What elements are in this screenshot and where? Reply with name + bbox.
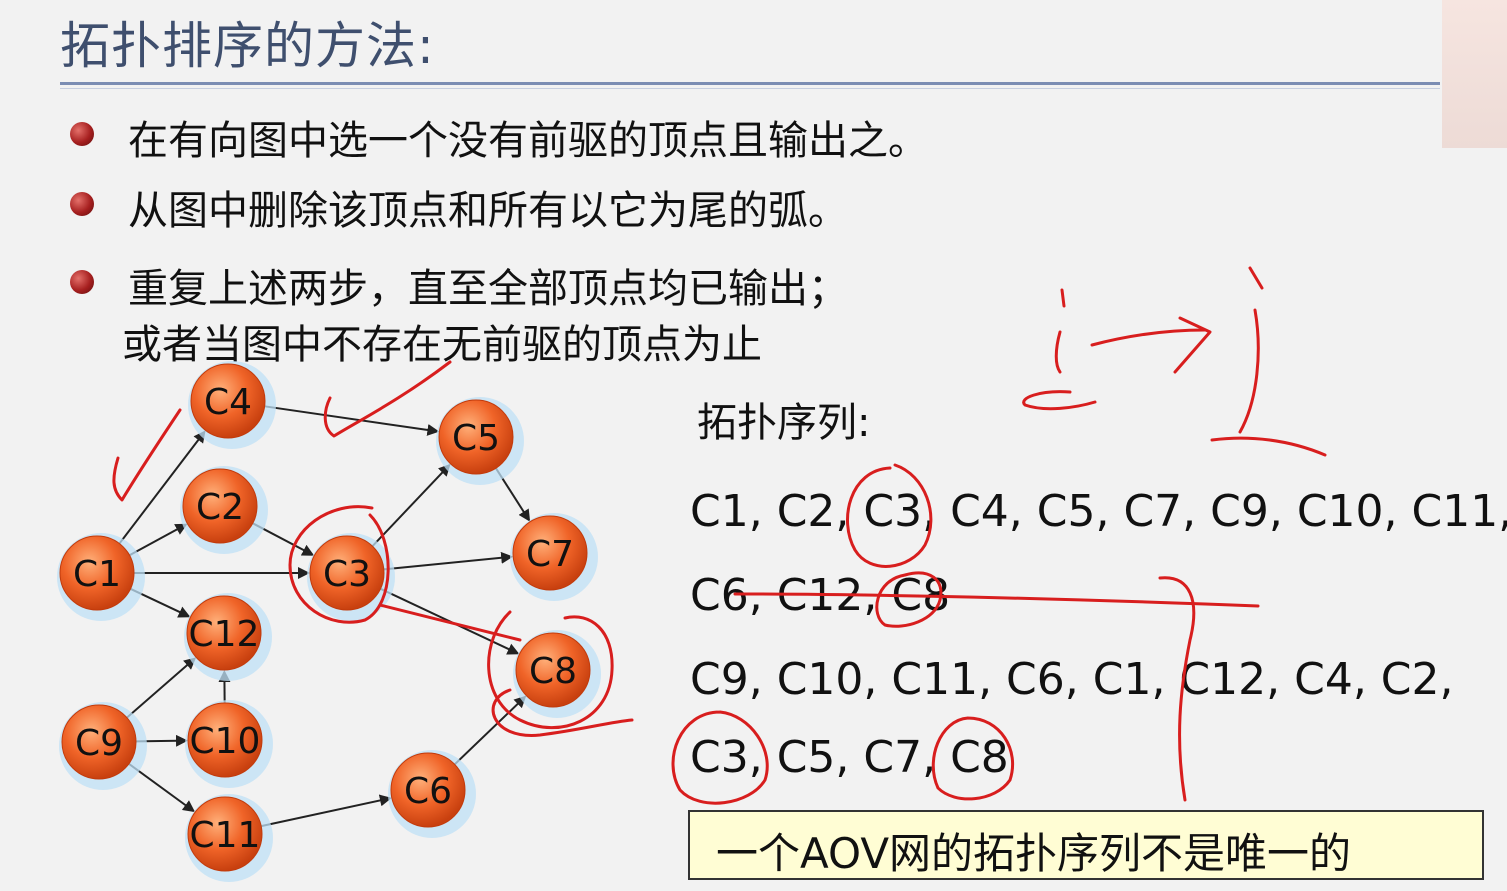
node-label: C3 xyxy=(323,554,371,595)
node-c12: C12 xyxy=(184,593,272,681)
note-box: 一个AOV网的拓扑序列不是唯一的 xyxy=(688,810,1484,880)
node-label: C6 xyxy=(404,771,452,812)
node-label: C10 xyxy=(190,721,261,762)
slide-title: 拓扑排序的方法: xyxy=(60,17,435,75)
node-circle xyxy=(390,752,466,828)
node-label: C8 xyxy=(529,651,577,692)
node-c9: C9 xyxy=(59,702,147,790)
node-circle xyxy=(190,363,266,439)
edge-c4-c5 xyxy=(264,405,440,436)
node-c4: C4 xyxy=(188,361,276,449)
ink-stroke xyxy=(1022,390,1097,411)
bullet-text: 重复上述两步，直至全部顶点均已输出； xyxy=(128,266,848,312)
sequence-line: C6, C12, C8 xyxy=(690,570,951,621)
node-circle xyxy=(59,535,135,611)
bullet-text: 在有向图中选一个没有前驱的顶点且输出之。 xyxy=(128,118,928,164)
node-circle xyxy=(187,702,263,778)
edge-c6-c8 xyxy=(453,695,527,766)
sequence-label: 拓扑序列: xyxy=(697,400,871,446)
ink-stroke xyxy=(1054,330,1062,374)
node-circle xyxy=(512,515,588,591)
node-c6: C6 xyxy=(388,750,476,838)
node-label: C1 xyxy=(73,554,121,595)
title-divider-thin xyxy=(60,88,1440,89)
node-c3: C3 xyxy=(307,533,395,621)
node-c2: C2 xyxy=(180,466,268,554)
node-circle xyxy=(182,468,258,544)
node-label: C4 xyxy=(204,382,252,423)
sequence-line: C1, C2, C3, C4, C5, C7, C9, C10, C11, xyxy=(690,486,1507,537)
node-c8: C8 xyxy=(513,630,601,718)
edge-c9-c11 xyxy=(128,763,196,813)
node-label: C7 xyxy=(526,534,574,575)
bullet-continuation: 或者当图中不存在无前驱的顶点为止 xyxy=(122,322,762,368)
edge-c9-c12 xyxy=(126,657,197,719)
edge-c3-c8 xyxy=(380,587,520,655)
note-text: 一个AOV网的拓扑序列不是唯一的 xyxy=(716,829,1352,878)
ink-stroke xyxy=(1090,328,1207,347)
node-label: C5 xyxy=(452,418,500,459)
edge-c1-c2 xyxy=(129,523,188,557)
node-circle xyxy=(186,595,262,671)
node-c10: C10 xyxy=(185,700,273,788)
sequence-line: C3, C5, C7, C8 xyxy=(690,732,1009,783)
title-divider xyxy=(60,82,1440,85)
node-label: C11 xyxy=(190,815,261,856)
node-c5: C5 xyxy=(436,397,524,485)
presenter-video-thumbnail xyxy=(1442,0,1507,148)
bullet-dot-icon xyxy=(70,192,94,216)
node-c11: C11 xyxy=(185,794,273,882)
node-label: C2 xyxy=(196,487,244,528)
ink-stroke xyxy=(1210,436,1327,457)
node-c7: C7 xyxy=(510,513,598,601)
edge-c3-c7 xyxy=(383,551,514,571)
ink-stroke xyxy=(1238,308,1260,434)
node-circle xyxy=(61,704,137,780)
ink-stroke xyxy=(1060,288,1066,308)
node-label: C12 xyxy=(189,614,260,655)
ink-stroke xyxy=(1248,266,1264,290)
bullet-dot-icon xyxy=(70,270,94,294)
bullet-dot-icon xyxy=(70,122,94,146)
edge-c3-c5 xyxy=(371,463,451,547)
edge-c11-c6 xyxy=(260,794,392,828)
sequence-line: C9, C10, C11, C6, C1, C12, C4, C2, xyxy=(690,654,1454,705)
node-label: C9 xyxy=(75,723,123,764)
node-c1: C1 xyxy=(57,533,145,621)
node-circle xyxy=(187,796,263,872)
ink-stroke xyxy=(1173,316,1212,374)
bullet-text: 从图中删除该顶点和所有以它为尾的弧。 xyxy=(128,188,848,234)
